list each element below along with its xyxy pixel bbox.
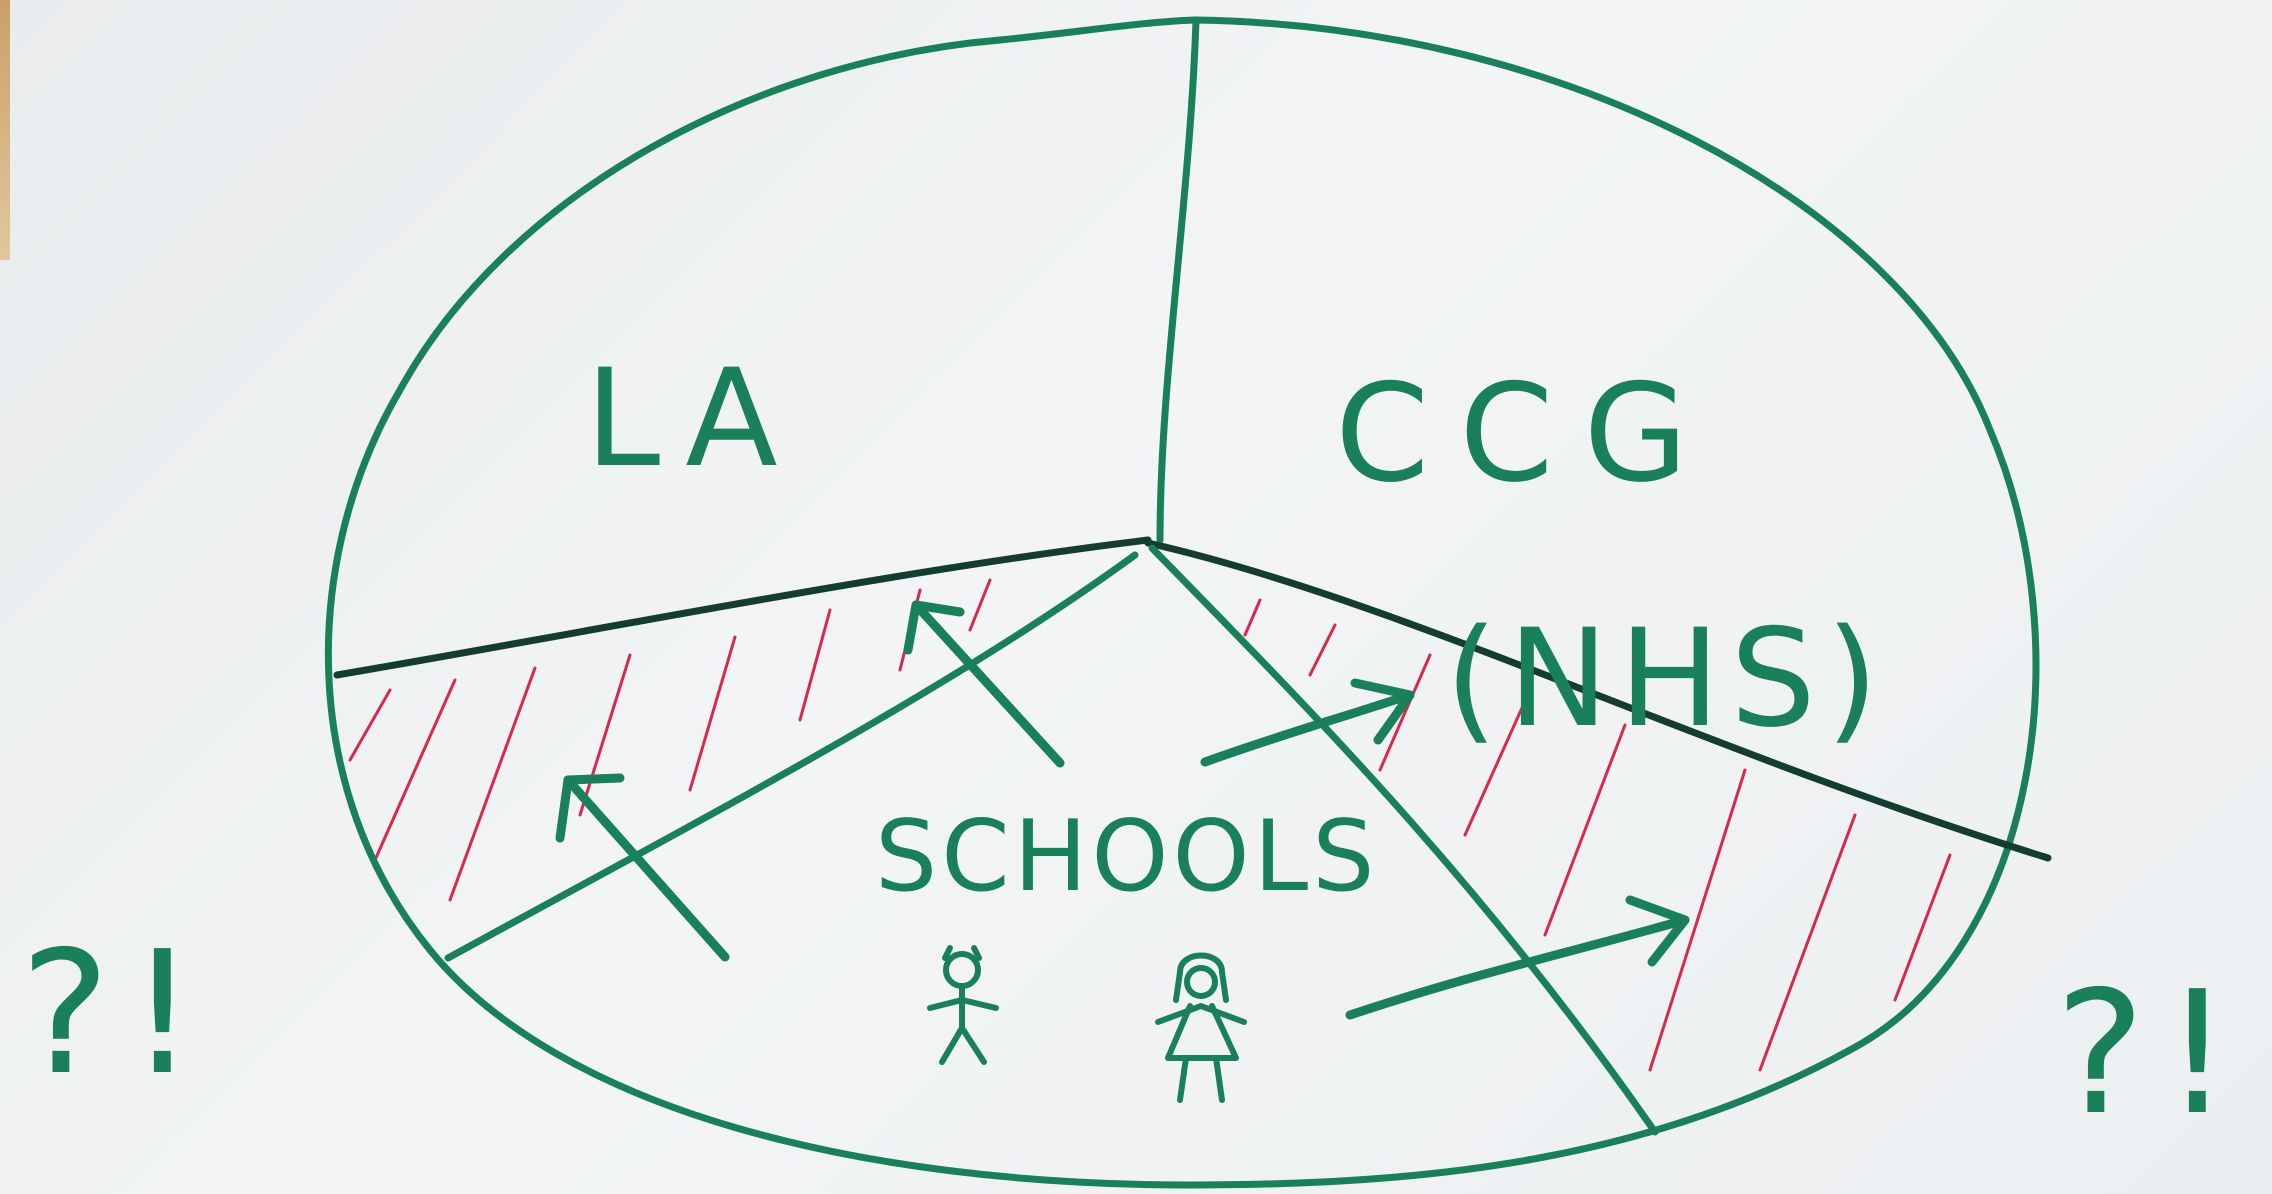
arrow-to-ccg-lower-head <box>1625 895 1690 967</box>
arrow-to-la-upper-head <box>903 600 965 655</box>
stick-figure-boy-icon <box>927 945 999 1065</box>
arrow-to-la-upper <box>911 600 1065 768</box>
schools-label: SCHOOLS <box>875 800 1378 914</box>
la-label: LA <box>585 340 800 497</box>
la-overlap-hatching <box>348 578 992 902</box>
la-ccg-divider <box>1156 16 1200 544</box>
schools-left-boundary <box>333 536 1152 679</box>
left-exclamation: ?! <box>20 915 214 1113</box>
arrow-to-ccg-upper <box>1200 690 1415 767</box>
arrow-to-la-lower <box>563 775 730 962</box>
right-exclamation: ?! <box>2055 955 2249 1153</box>
inner-wedge-right <box>1148 544 1659 1136</box>
arrow-to-la-lower-head <box>555 773 625 843</box>
ccg-label: CCG <box>1335 355 1718 512</box>
arrow-to-ccg-upper-head <box>1350 678 1415 745</box>
inner-wedge-left <box>444 551 1139 962</box>
outer-circle <box>324 16 2040 1189</box>
arrow-to-ccg-lower <box>1345 915 1690 1020</box>
stick-figure-girl-icon <box>1155 952 1247 1103</box>
nhs-label: (NHS) <box>1445 600 1889 757</box>
schools-right-boundary <box>1144 539 2052 862</box>
table-edge <box>0 0 10 260</box>
ccg-overlap-hatching <box>1243 598 1952 1072</box>
arrows <box>555 600 1690 1020</box>
